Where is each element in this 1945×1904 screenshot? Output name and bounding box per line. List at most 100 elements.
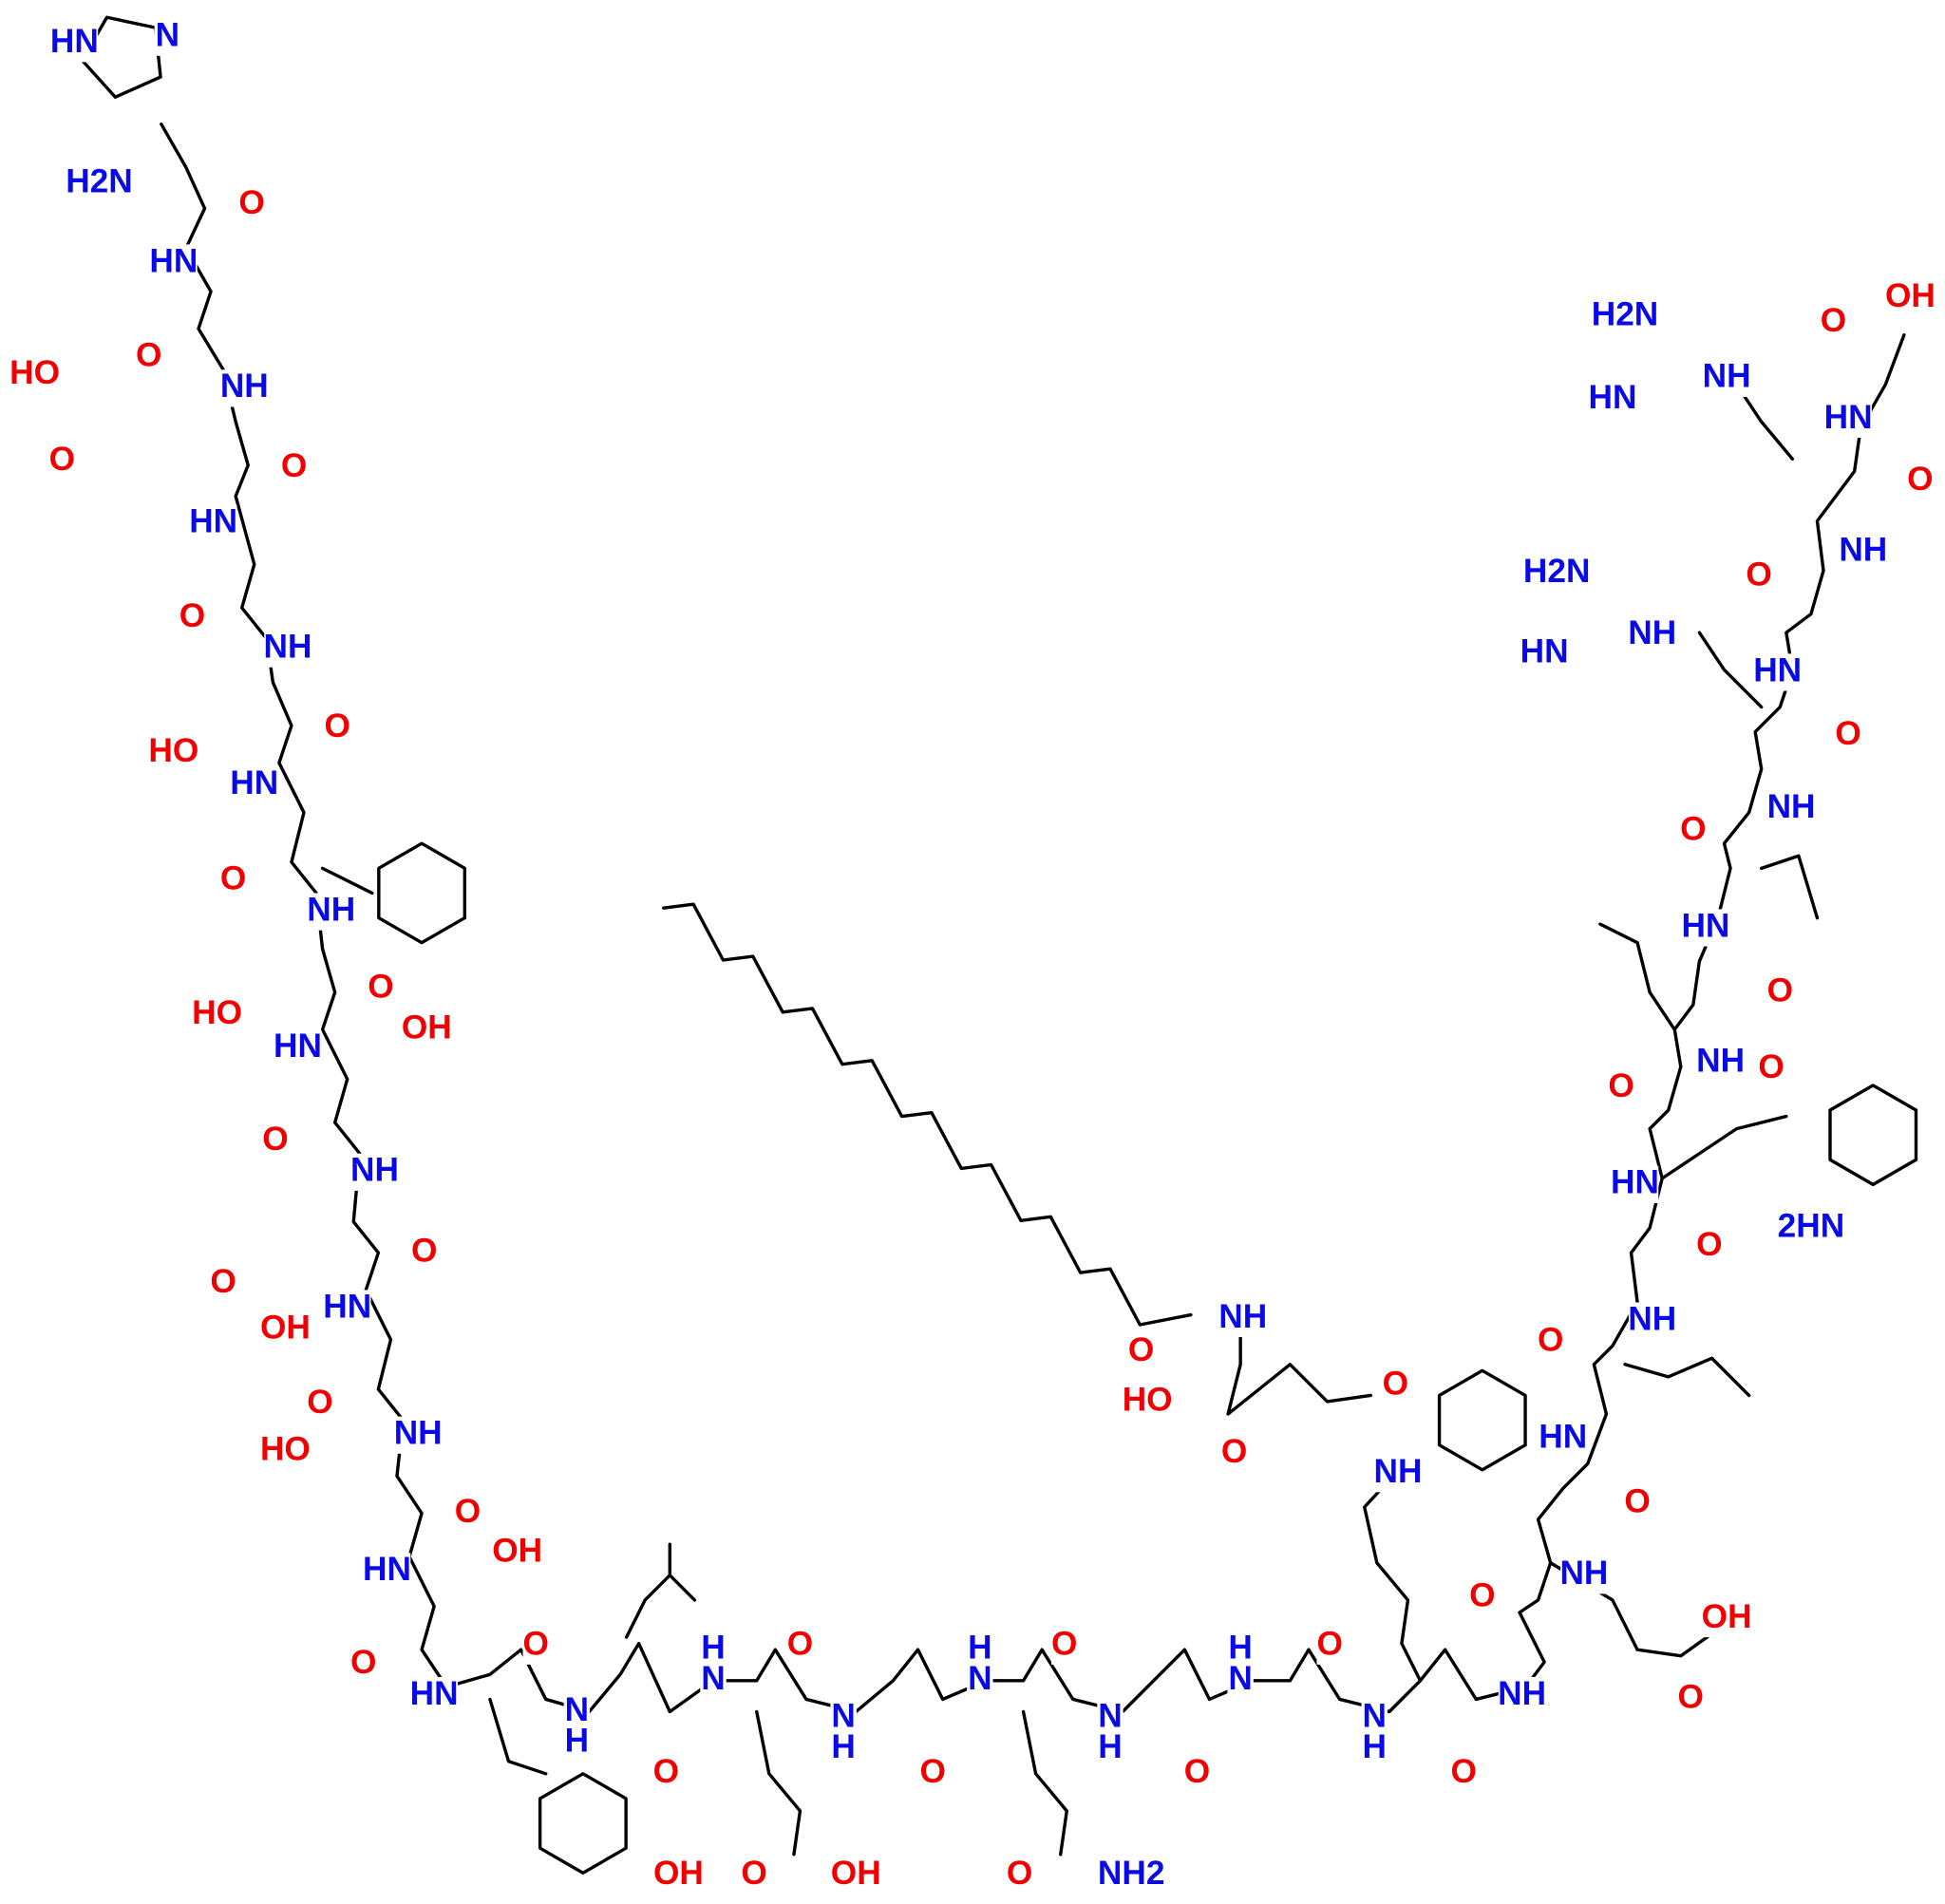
atom-label-bg: [454, 1494, 482, 1533]
atom-label-bg: [50, 25, 99, 63]
valine-side-chain-bond: [1759, 854, 1820, 920]
oxygen-label: O: [1221, 1433, 1247, 1470]
oxygen-label: OH: [653, 1855, 704, 1892]
atom-label-bg: [261, 1310, 310, 1348]
oxygen-label: O: [919, 1753, 945, 1790]
atom-label-bg: [1382, 1367, 1409, 1404]
nitrogen-label: HN: [1539, 1418, 1587, 1455]
oxygen-label: O: [262, 1121, 288, 1158]
oxygen-label: O: [325, 707, 350, 745]
oxygen-label: O: [1128, 1331, 1154, 1368]
atom-label-bg: [1227, 1662, 1254, 1700]
atom-label-bg: [1677, 1680, 1704, 1719]
atom-label-bg: [189, 504, 237, 542]
atom-label-bg: [324, 709, 350, 747]
atom-label-bg: [1753, 653, 1802, 691]
oxygen-label: O: [653, 1753, 679, 1790]
leucine-side-chain-bond: [624, 1542, 697, 1639]
atom-label-bg: [48, 443, 76, 481]
oxygen-label: O: [411, 1233, 437, 1270]
atom-label-bg: [1537, 1323, 1564, 1361]
nitrogen-label: NH: [1696, 1043, 1745, 1080]
atom-label-bg: [307, 1385, 333, 1423]
tyrosine-ring: [538, 1772, 628, 1875]
atom-label-bg: [238, 185, 265, 224]
nitrogen-label: HN: [1520, 633, 1569, 670]
nitrogen-label: HN: [1681, 907, 1729, 944]
atom-label-bg: [1469, 1578, 1496, 1616]
atom-label-bg: [1624, 1484, 1651, 1522]
oxygen-label: O: [1007, 1855, 1032, 1892]
oxygen-label: O: [179, 597, 205, 634]
atom-label-bg: [1767, 790, 1815, 828]
atom-label-bg: [1682, 909, 1729, 947]
atom-label-bg: [493, 1534, 541, 1572]
atom-label-bg: [1560, 1556, 1608, 1594]
atom-label-bg: [1907, 462, 1934, 500]
nitrogen-label: NH2: [1098, 1855, 1165, 1892]
atom-label-bg: [1696, 1228, 1723, 1266]
oxygen-label: HO: [9, 354, 60, 391]
nitrogen-label: H2N: [1592, 295, 1659, 332]
oxygen-label: O: [1821, 302, 1846, 339]
oxygen-label: O: [1835, 715, 1860, 752]
oxygen-label: OH: [260, 1310, 311, 1347]
atom-label-bg: [652, 1755, 680, 1793]
atom-label-bg: [150, 244, 198, 282]
oxygen-label: O: [1680, 810, 1706, 847]
oxygen-label: O: [368, 968, 393, 1005]
nitrogen-label: HN: [323, 1288, 371, 1325]
nitrogen-label: HN: [363, 1551, 411, 1588]
atom-label-bg: [1127, 1333, 1155, 1371]
oxygen-label: OH: [402, 1009, 452, 1046]
atom-label-bg: [832, 1857, 880, 1895]
oxygen-label: HO: [192, 994, 242, 1031]
oxygen-label: O: [281, 447, 307, 484]
nitrogen-label: HN: [230, 764, 278, 801]
atom-label-bg: [1820, 304, 1847, 342]
atom-label-bg: [394, 1416, 442, 1454]
atom-label-bg: [403, 1010, 451, 1048]
atom-label-bg: [1628, 616, 1676, 654]
oxygen-label: O: [210, 1263, 236, 1300]
oxygen-label: O: [1316, 1626, 1342, 1663]
glutamyl-linker-bond: [1226, 1316, 1372, 1416]
atom-label-bg: [741, 1857, 767, 1895]
oxygen-label: O: [523, 1626, 549, 1663]
nitrogen-label: HN: [189, 503, 237, 540]
atom-label-bg: [179, 598, 206, 637]
nitrogen-label: NH: [1767, 788, 1816, 825]
oxygen-label: O: [1184, 1753, 1210, 1790]
oxygen-label: O: [1608, 1067, 1633, 1104]
atom-label-bg: [786, 1627, 814, 1665]
anthranil-ring: [1828, 1084, 1918, 1187]
atom-label-bg: [280, 448, 308, 487]
oxygen-label: O: [220, 860, 246, 897]
oxygen-label: HO: [148, 732, 198, 769]
nitrogen-label: 2HN: [1778, 1207, 1845, 1244]
atom-label-bg: [1520, 634, 1568, 672]
atom-label-bg: [1703, 1599, 1750, 1638]
nitrogen-label: NH: [307, 891, 355, 928]
atom-label-bg: [830, 1730, 857, 1768]
atom-label-bg: [1522, 554, 1592, 593]
oxygen-label: OH: [492, 1533, 542, 1570]
atom-label-bg: [919, 1755, 946, 1793]
nitrogen-label: HN: [1824, 399, 1873, 436]
nitrogen-label: HN: [1588, 379, 1636, 416]
atom-label-bg: [1628, 1302, 1676, 1340]
nitrogen-label: H2N: [66, 163, 133, 200]
oxygen-label: O: [741, 1855, 766, 1892]
atom-label-bg: [700, 1662, 727, 1700]
nitrogen-label: H: [968, 1630, 991, 1667]
nitrogen-label: H: [831, 1728, 855, 1765]
nitrogen-label: HN: [274, 1027, 322, 1065]
atom-label-bg: [1680, 812, 1707, 850]
atom-label-bg: [1824, 400, 1872, 439]
nitrogen-label: NH: [220, 368, 269, 405]
atom-label-bg: [1218, 1299, 1267, 1338]
tyrosine-ch2-bond: [488, 1697, 548, 1776]
nitrogen-label: N: [156, 17, 179, 54]
nitrogen-label: H2N: [1523, 553, 1591, 590]
atom-label-bg: [193, 995, 241, 1034]
